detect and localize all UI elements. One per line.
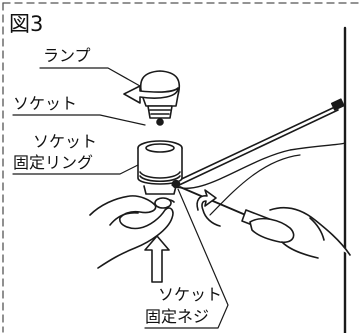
cord <box>171 142 346 190</box>
label-socket-ring-line2: 固定リング <box>13 153 94 172</box>
screw <box>171 179 181 189</box>
left-hand <box>89 195 175 269</box>
label-lamp: ランプ <box>43 46 91 65</box>
label-socket-screw-line2: 固定ネジ <box>145 307 210 326</box>
up-arrow <box>144 235 170 283</box>
label-socket: ソケット <box>13 94 78 113</box>
arm-rod <box>172 98 345 188</box>
right-hand <box>249 206 351 259</box>
label-socket-screw-line1: ソケット <box>158 285 223 304</box>
socket-ring <box>137 140 183 195</box>
leader-lines <box>12 67 229 329</box>
figure-label: 図3 <box>9 12 44 36</box>
label-socket-ring-line1: ソケット <box>33 132 98 151</box>
screw-rotate-arrow <box>196 189 221 227</box>
rotate-arrow <box>123 85 179 104</box>
